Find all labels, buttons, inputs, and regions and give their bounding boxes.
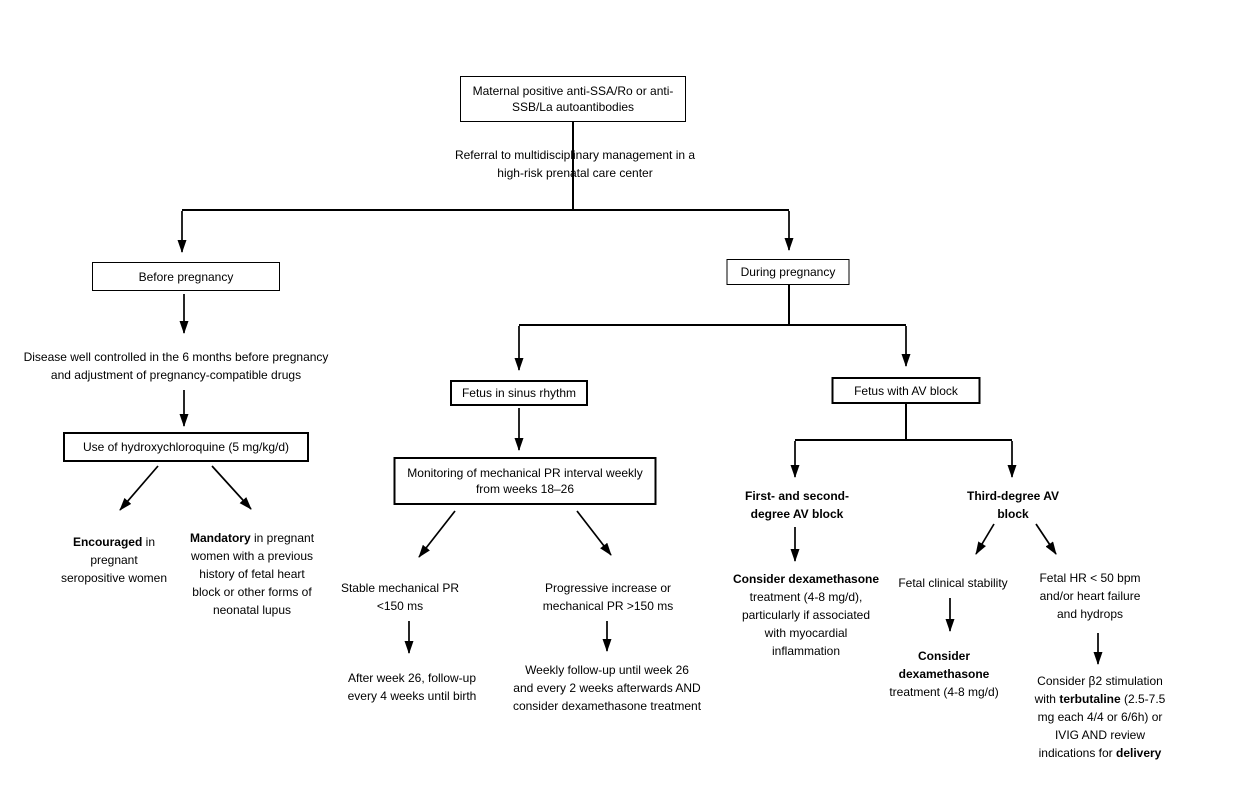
node-fetus-sinus-rhythm: Fetus in sinus rhythm [450, 380, 588, 406]
node-weekly-followup: Weekly follow-up until week 26 and every… [512, 663, 702, 713]
node-mandatory-bold-text: Mandatory [189, 531, 251, 545]
node-mandatory-history: Mandatory in pregnant women with a previ… [190, 529, 314, 619]
node-progressive-pr: Progressive increase or mechanical PR >1… [542, 581, 674, 613]
connector-arrow [418, 510, 456, 558]
node-after-week-26-followup: After week 26, follow-up every 4 weeks u… [347, 671, 477, 703]
node-consider-dexamethasone: Consider dexamethasone treatment (4-8 mg… [889, 647, 998, 701]
node-considerdex1-rest-text: treatment (4-8 mg/d), particularly if as… [741, 590, 871, 658]
node-maternal-antibodies: Maternal positive anti-SSA/Ro or anti- S… [460, 76, 686, 122]
node-fetal-clinical-stability: Fetal clinical stability [898, 576, 1008, 590]
node-hydroxychloroquine: Use of hydroxychloroquine (5 mg/kg/d) [63, 432, 309, 462]
connector-arrow [119, 465, 159, 511]
node-beta2-stimulation: Consider β2 stimulation with terbutaline… [1035, 672, 1166, 762]
node-stable-pr: Stable mechanical PR <150 ms [340, 581, 460, 613]
connector-trunk-lines [182, 122, 1012, 441]
node-beta2-terbutaline-text: terbutaline [1059, 692, 1121, 706]
node-disease-controlled: Disease well controlled in the 6 months … [23, 350, 329, 382]
node-before-pregnancy: Before pregnancy [92, 262, 280, 291]
node-during-pregnancy: During pregnancy [726, 259, 850, 285]
node-beta2-mid-text: (2.5-7.5 mg each 4/4 or 6/6h) or IVIG AN… [1037, 692, 1166, 760]
connector-arrow [1035, 523, 1057, 555]
node-consider-dexamethasone-inflammation: Consider dexamethasone treatment (4-8 mg… [733, 570, 879, 660]
node-fetal-hr-hydrops: Fetal HR < 50 bpm and/or heart failure a… [1039, 571, 1141, 621]
connector-arrow-lines [119, 211, 1103, 665]
connector-arrow [211, 465, 252, 510]
node-mandatory-rest-text: in pregnant women with a previous histor… [190, 531, 315, 617]
node-first-second-degree-block: First- and second- degree AV block [744, 489, 850, 521]
node-beta2-delivery-text: delivery [1115, 746, 1162, 760]
node-encouraged-bold-text: Encouraged [72, 535, 143, 549]
connector-arrow [975, 523, 995, 555]
node-encouraged-seropositive: Encouraged in pregnant seropositive wome… [61, 533, 167, 587]
node-fetus-av-block: Fetus with AV block [831, 377, 981, 404]
node-considerdex2-rest-text: treatment (4-8 mg/d) [889, 685, 999, 699]
node-encouraged-rest-text: in pregnant seropositive women [60, 535, 168, 585]
node-considerdex1-bold-text: Consider dexamethasone [732, 572, 880, 586]
node-monitoring-pr-interval: Monitoring of mechanical PR interval wee… [393, 457, 657, 505]
connector-arrow [576, 510, 612, 556]
node-considerdex2-bold-text: Consider dexamethasone [898, 649, 990, 681]
node-beta2-pre-text: Consider β2 stimulation with [1034, 674, 1163, 706]
node-third-degree-block: Third-degree AV block [966, 489, 1060, 521]
node-referral-management: Referral to multidisciplinary management… [454, 148, 696, 180]
